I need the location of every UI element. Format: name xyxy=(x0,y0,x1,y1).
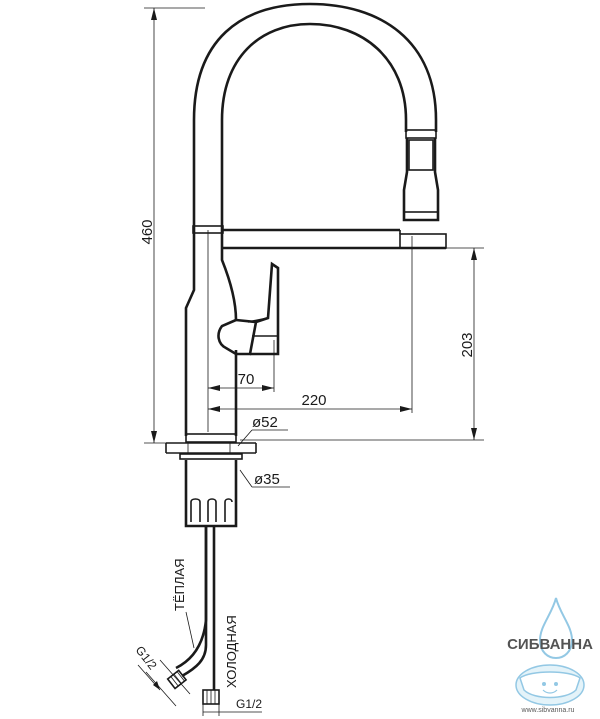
base-diameter-label: ø52 xyxy=(252,414,278,431)
brand-name: СИБВАННА xyxy=(507,636,593,653)
brand-url: www.sibvanna.ru xyxy=(521,707,575,714)
warm-hose-label: ТЁПЛАЯ xyxy=(172,558,187,611)
faucet-body xyxy=(165,2,447,528)
bathtub-icon xyxy=(515,664,585,706)
dimension-total-height: 460 xyxy=(139,7,205,444)
dimension-spout-reach: 220 xyxy=(208,236,413,413)
brand-logo: СИБВАННА www.sibvanna.ru xyxy=(507,597,593,714)
dimension-lever-offset: 70 xyxy=(208,340,275,392)
thread-left-label: G1/2 xyxy=(133,643,160,672)
lever-offset-label: 70 xyxy=(238,371,255,388)
shank-diameter-label: ø35 xyxy=(254,471,280,488)
dimension-spout-height: 203 xyxy=(240,247,484,441)
spout-height-label: 203 xyxy=(459,332,476,357)
spout-reach-label: 220 xyxy=(301,392,326,409)
leader-shank-diameter: ø35 xyxy=(239,469,290,488)
thread-right-label: G1/2 xyxy=(236,697,262,711)
supply-hoses: ТЁПЛАЯ ХОЛОДНАЯ G1/2 G1/2 xyxy=(133,526,262,716)
leader-base-diameter: ø52 xyxy=(237,414,288,447)
cold-hose-label: ХОЛОДНАЯ xyxy=(224,615,239,688)
height-total-label: 460 xyxy=(139,219,156,244)
water-drop-icon xyxy=(538,597,574,660)
